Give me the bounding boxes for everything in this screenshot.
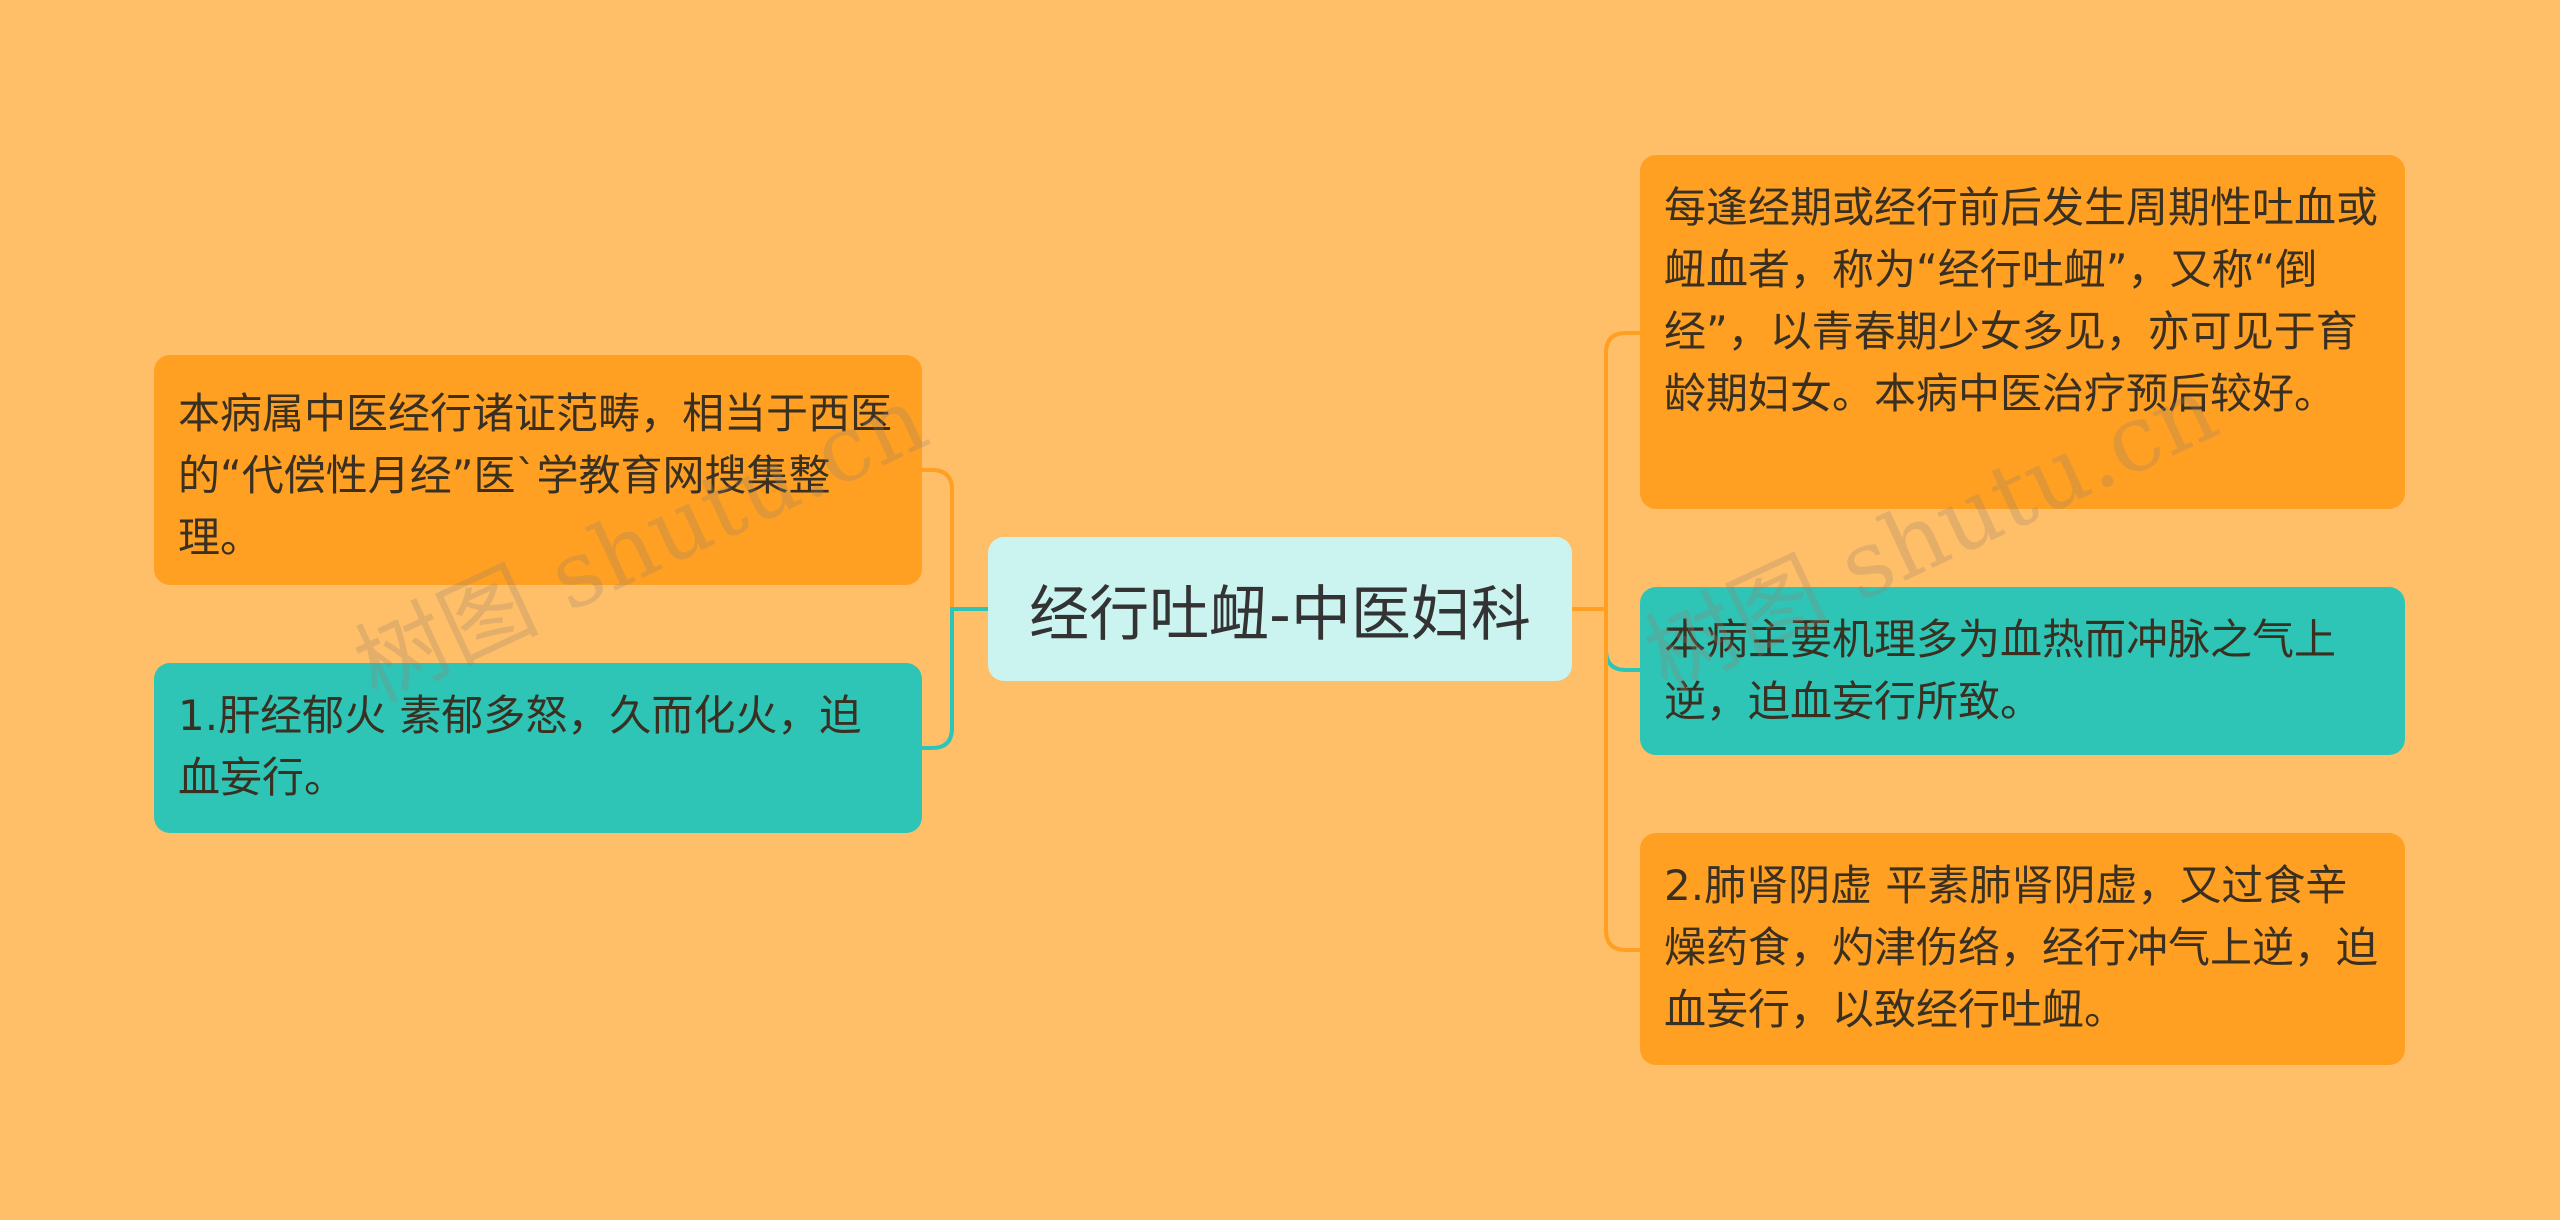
branch-left-2-text: 1.肝经郁火 素郁多怒，久而化火，迫血妄行。 xyxy=(178,691,862,802)
branch-right-2[interactable]: 本病主要机理多为血热而冲脉之气上逆，迫血妄行所致。 xyxy=(1640,587,2405,755)
branch-right-1[interactable]: 每逢经期或经行前后发生周期性吐血或衄血者，称为“经行吐衄”，又称“倒经”，以青春… xyxy=(1640,155,2405,509)
branch-left-1[interactable]: 本病属中医经行诸证范畴，相当于西医的“代偿性月经”医`学教育网搜集整理。 xyxy=(154,355,922,585)
branch-left-1-text: 本病属中医经行诸证范畴，相当于西医的“代偿性月经”医`学教育网搜集整理。 xyxy=(178,389,893,562)
connector-left-1 xyxy=(922,468,988,611)
branch-right-3-text: 2.肺肾阴虚 平素肺肾阴虚，又过食辛燥药食，灼津伤络，经行冲气上逆，迫血妄行，以… xyxy=(1664,861,2379,1034)
connector-right-3 xyxy=(1604,609,1640,952)
branch-right-3[interactable]: 2.肺肾阴虚 平素肺肾阴虚，又过食辛燥药食，灼津伤络，经行冲气上逆，迫血妄行，以… xyxy=(1640,833,2405,1065)
branch-left-2[interactable]: 1.肝经郁火 素郁多怒，久而化火，迫血妄行。 xyxy=(154,663,922,833)
branch-right-1-text: 每逢经期或经行前后发生周期性吐血或衄血者，称为“经行吐衄”，又称“倒经”，以青春… xyxy=(1664,183,2379,418)
connector-right-2 xyxy=(1604,609,1640,672)
connector-right-1 xyxy=(1572,331,1640,611)
root-node-label: 经行吐衄-中医妇科 xyxy=(1029,579,1531,650)
connector-left-2 xyxy=(922,607,988,750)
root-node[interactable]: 经行吐衄-中医妇科 xyxy=(988,537,1572,681)
branch-right-2-text: 本病主要机理多为血热而冲脉之气上逆，迫血妄行所致。 xyxy=(1664,615,2337,726)
